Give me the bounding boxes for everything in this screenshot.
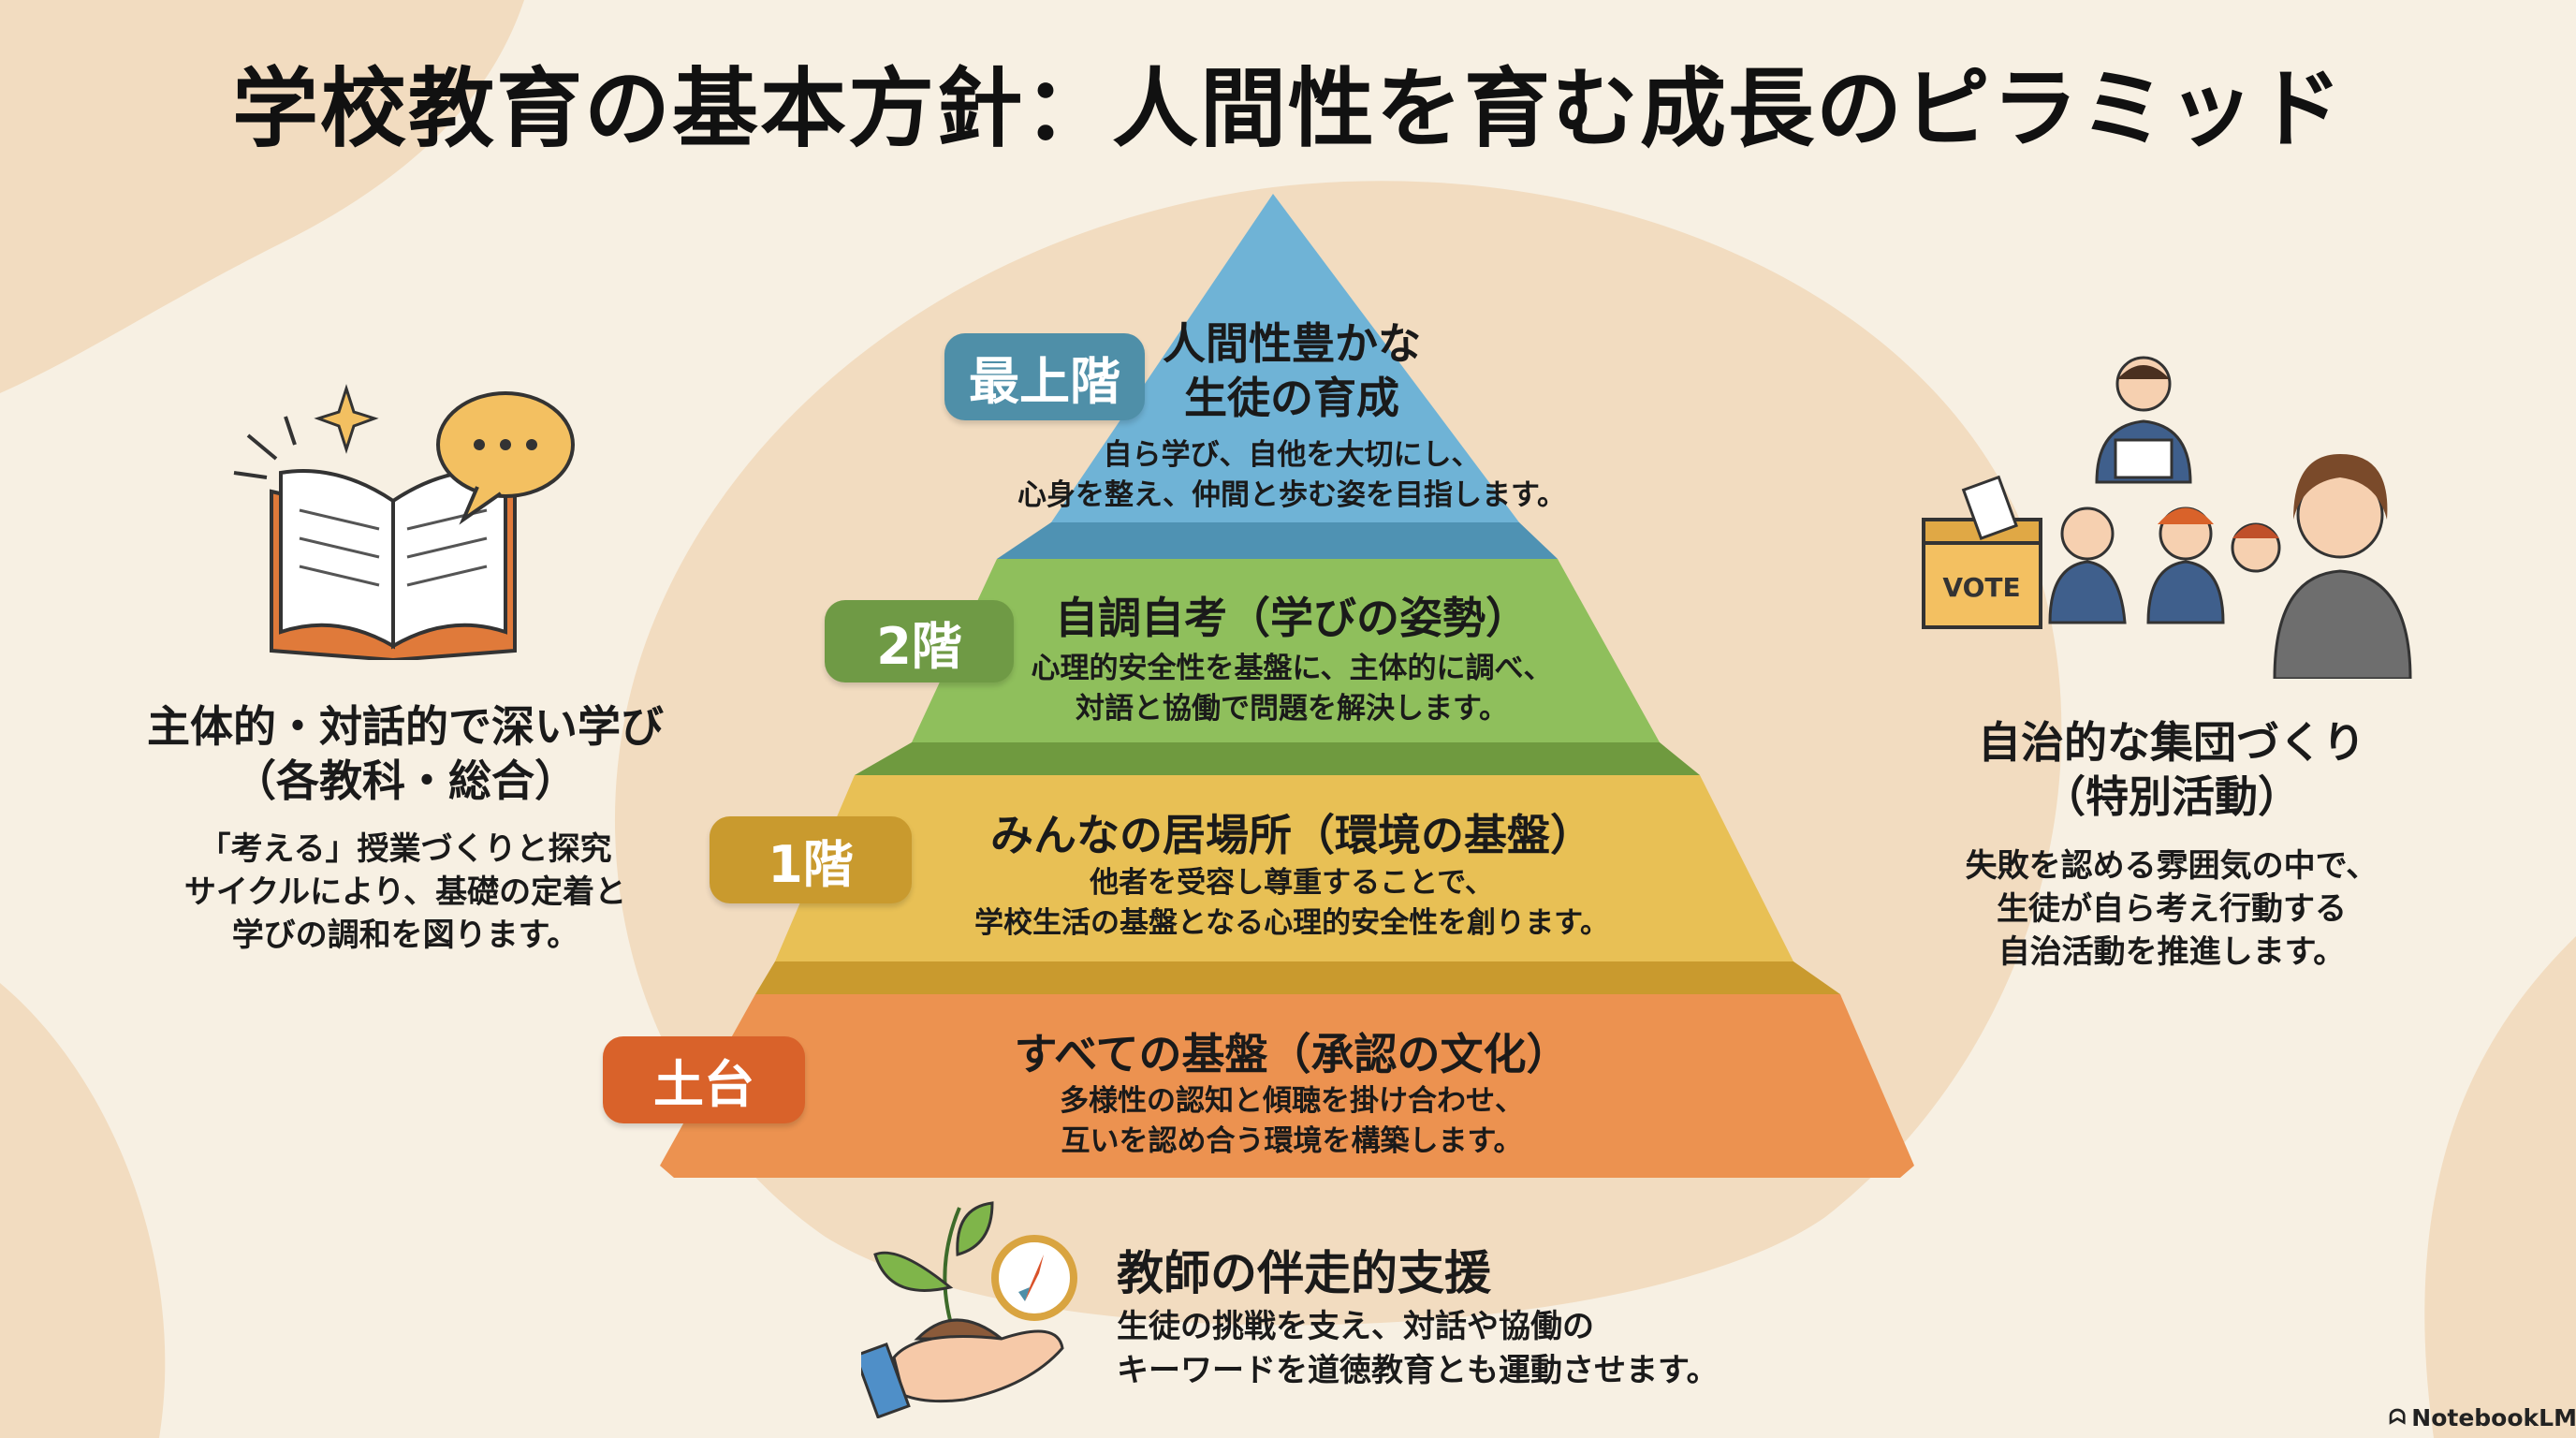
pyramid-joint-first <box>755 961 1840 994</box>
right-body: 失敗を認める雰囲気の中で、 生徒が自ら考え行動する 自治活動を推進します。 <box>1891 844 2452 974</box>
left-body-line: サイクルにより、基礎の定着と <box>183 873 627 911</box>
left-title-line: 主体的・対話的で深い学び <box>147 701 664 752</box>
vote-label: VOTE <box>1942 572 2020 603</box>
tier-first-title: みんなの居場所（環境の基盤） <box>990 810 1593 860</box>
tier-first-body-line: 他者を受容し尊重することで、 <box>1090 866 1494 900</box>
pyramid-tier-base <box>660 994 1914 1178</box>
pyramid-tier-second <box>912 559 1660 742</box>
right-body-line: 自治活動を推進します。 <box>1998 933 2346 971</box>
bottom-body-line: 生徒の挑戦を支え、対話や協働の <box>1117 1308 1594 1345</box>
students-vote-icon: VOTE <box>1922 356 2412 679</box>
notebooklm-logo-icon: ᗣ <box>2389 1406 2407 1430</box>
tier-top-title: 人間性豊かな 生徒の育成 <box>992 316 1591 425</box>
left-title-line: （各教科・総合） <box>233 756 578 806</box>
right-title: 自治的な集団づくり （特別活動） <box>1891 715 2452 824</box>
bottom-body-line: キーワードを道徳教育とも運動させます。 <box>1117 1352 1719 1389</box>
left-title: 主体的・対話的で深い学び （各教科・総合） <box>124 699 686 808</box>
right-body-line: 失敗を認める雰囲気の中で、 <box>1965 847 2378 885</box>
tier-base-body-line: 互いを認め合う環境を構築します。 <box>1061 1124 1523 1158</box>
bottom-body: 生徒の挑戦を支え、対話や協働の キーワードを道徳教育とも運動させます。 <box>1117 1305 1719 1393</box>
right-title-line: 自治的な集団づくり <box>1978 717 2365 768</box>
right-body-line: 生徒が自ら考え行動する <box>1997 890 2347 928</box>
tier-base-body: 多様性の認知と傾聴を掛け合わせ、 互いを認め合う環境を構築します。 <box>899 1081 1685 1162</box>
tier-top-title-line: 人間性豊かな <box>1163 318 1421 369</box>
tier-second-body: 心理的安全性を基盤に、主体的に調べ、 対語と協働で問題を解決します。 <box>936 649 1647 729</box>
left-body: 「考える」授業づくりと探究 サイクルにより、基礎の定着と 学びの調和を図ります。 <box>124 828 686 957</box>
tier-top-title-line: 生徒の育成 <box>1184 373 1399 423</box>
book-speech-icon <box>233 384 575 660</box>
pyramid-joint-second <box>855 742 1700 775</box>
pyramid-joint-top <box>997 522 1558 559</box>
tier-label-first: 1階 <box>710 816 912 903</box>
bottom-title: 教師の伴走的支援 <box>1117 1246 1491 1300</box>
pyramid-tier-first <box>775 775 1793 961</box>
tier-label-base: 土台 <box>603 1036 805 1123</box>
left-body-line: 学びの調和を図ります。 <box>231 917 579 954</box>
pyramid-tier-top <box>1051 194 1519 522</box>
hand-plant-compass-icon <box>861 1201 1077 1418</box>
tier-first-body-line: 学校生活の基盤となる心理的安全性を創ります。 <box>974 906 1609 940</box>
page-title: 学校教育の基本方針：人間性を育む成長のピラミッド <box>231 59 2344 159</box>
notebooklm-watermark: ᗣ NotebookLM <box>2389 1404 2576 1431</box>
tier-base-body-line: 多様性の認知と傾聴を掛け合わせ、 <box>1060 1084 1524 1118</box>
tier-second-title: 自調自考（学びの姿勢） <box>1055 593 1529 643</box>
tier-top-body-line: 自ら学び、自他を大切にし、 <box>1103 438 1481 472</box>
tier-top-body: 自ら学び、自他を大切にし、 心身を整え、仲間と歩む姿を目指します。 <box>936 435 1647 516</box>
tier-second-body-line: 心理的安全性を基盤に、主体的に調べ、 <box>1031 652 1553 685</box>
right-title-line: （特別活動） <box>2042 771 2301 822</box>
tier-label-second: 2階 <box>825 600 1014 682</box>
left-body-line: 「考える」授業づくりと探究 <box>198 830 612 868</box>
tier-label-top: 最上階 <box>944 333 1145 420</box>
watermark-text: NotebookLM <box>2411 1404 2576 1431</box>
tier-base-title: すべての基盤（承認の文化） <box>1014 1029 1570 1079</box>
tier-second-body-line: 対語と協働で問題を解決します。 <box>1076 692 1508 726</box>
tier-top-body-line: 心身を整え、仲間と歩む姿を目指します。 <box>1017 478 1566 512</box>
tier-first-body: 他者を受容し尊重することで、 学校生活の基盤となる心理的安全性を創ります。 <box>899 863 1685 944</box>
